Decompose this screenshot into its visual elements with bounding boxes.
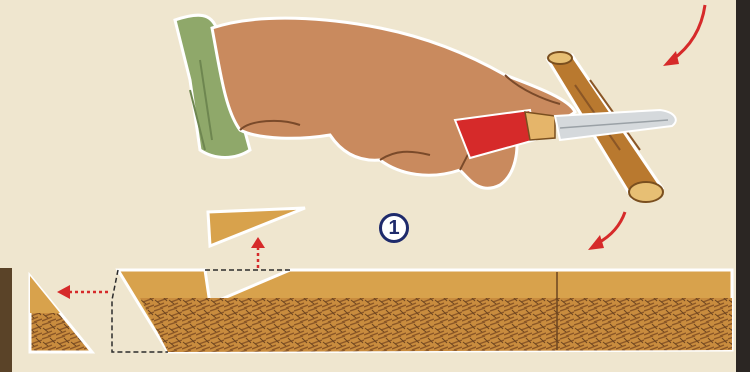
stick-cross-section [112,270,732,352]
right-edge-strip [736,0,750,372]
red-arrow-icon [588,212,625,250]
edge-strip-top [0,0,12,268]
red-arrow-icon [57,285,108,299]
knife-icon [455,110,676,158]
red-arrow-icon [663,5,705,66]
hand-icon [212,18,575,188]
red-arrow-icon [251,237,265,268]
wood-chip-left [30,276,92,352]
step-number-badge: 1 [379,213,409,243]
edge-strip [0,268,12,372]
